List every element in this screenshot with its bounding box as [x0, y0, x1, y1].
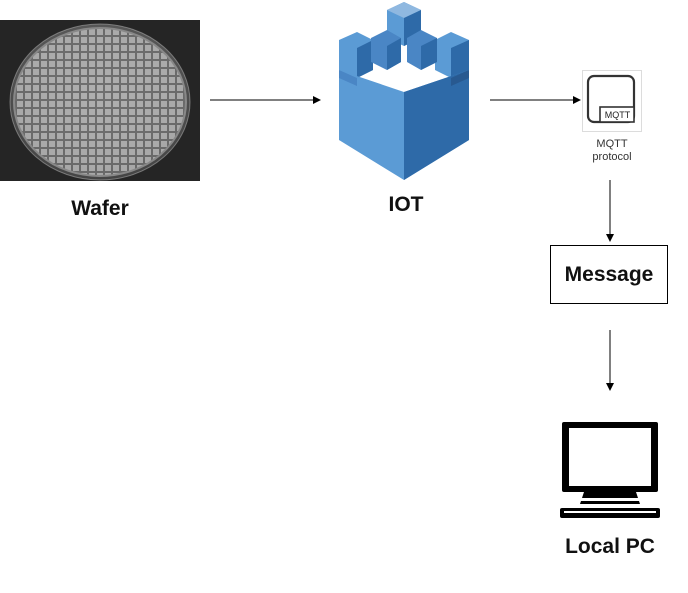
mqtt-icon-text: MQTT	[604, 110, 631, 120]
aws-iot-castle-icon	[339, 2, 469, 180]
mqtt-caption-line1: MQTT	[596, 138, 628, 150]
message-label: Message	[564, 262, 654, 286]
mqtt-caption: MQTT protocol	[572, 138, 652, 164]
mqtt-protocol-icon: MQTT	[582, 70, 642, 132]
iot-label: IOT	[388, 193, 424, 216]
mqtt-caption-line2: protocol	[592, 151, 632, 163]
message-box: Message	[550, 245, 668, 304]
monitor-icon	[560, 422, 660, 518]
wafer-photo	[0, 20, 200, 181]
wafer-label: Wafer	[71, 197, 129, 220]
local-pc-label: Local PC	[565, 535, 655, 558]
